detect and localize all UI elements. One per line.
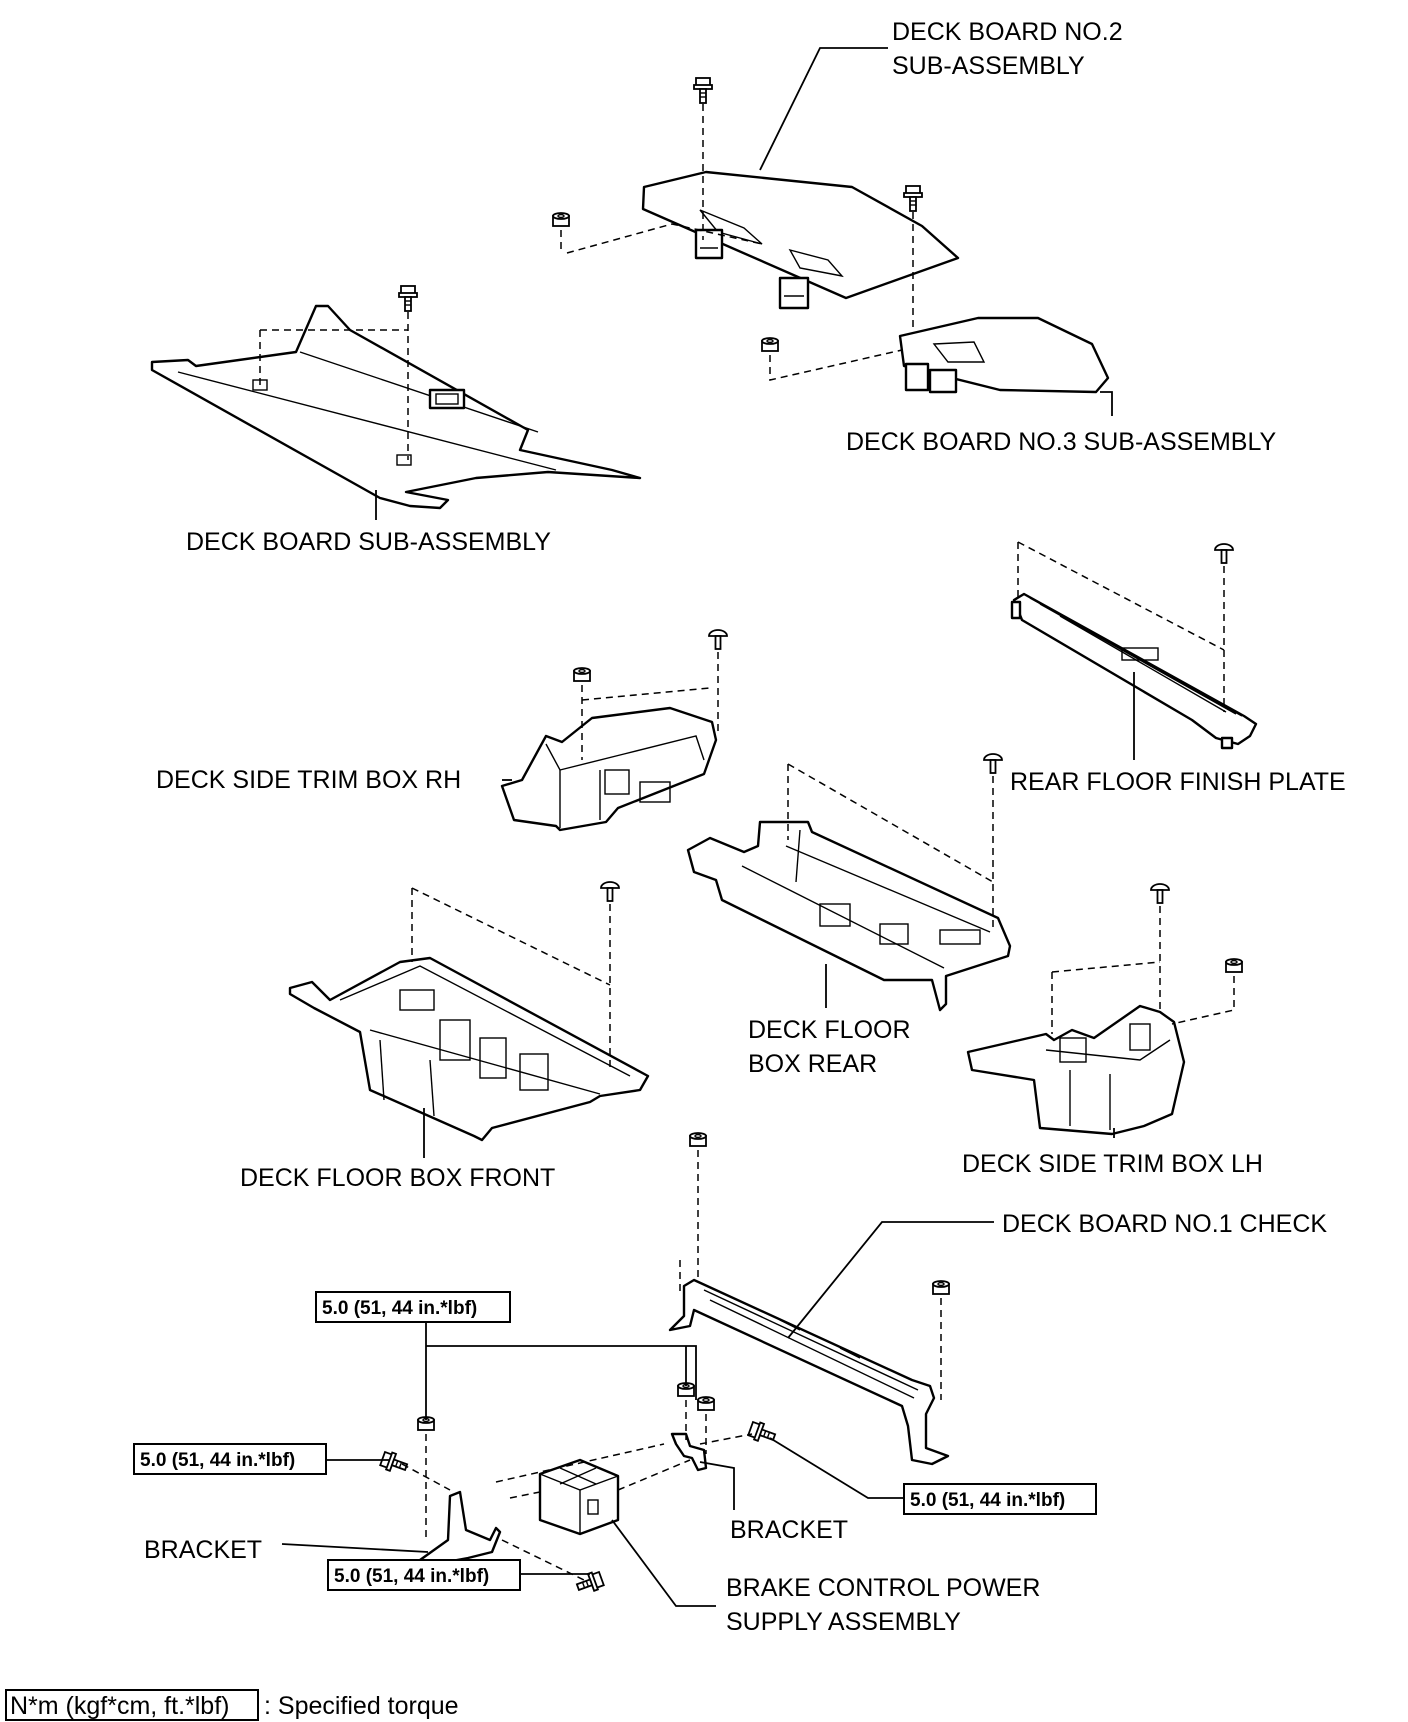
torque-spec-right-text: 5.0 (51, 44 in.*lbf) — [910, 1490, 1065, 1511]
bracket-left-part — [418, 1490, 502, 1568]
label-deck-side-trim-box-rh: DECK SIDE TRIM BOX RH — [156, 766, 461, 794]
label-deck-board-no2-line2: SUB-ASSEMBLY — [892, 52, 1085, 80]
deck-floor-box-front-part — [288, 956, 650, 1142]
label-deck-board-no1-check: DECK BOARD NO.1 CHECK — [1002, 1210, 1327, 1238]
bracket-right-part — [670, 1432, 708, 1472]
deck-floor-box-rear-part — [686, 820, 1012, 1012]
legend-text: : Specified torque — [264, 1692, 459, 1720]
torque-spec-top: 5.0 (51, 44 in.*lbf) — [315, 1291, 511, 1323]
torque-legend: N*m (kgf*cm, ft.*lbf) : Specified torque — [5, 1689, 459, 1721]
torque-spec-top-text: 5.0 (51, 44 in.*lbf) — [322, 1298, 477, 1319]
deck-board-part — [150, 304, 642, 510]
label-bracket-right: BRACKET — [730, 1516, 848, 1544]
torque-spec-left-text: 5.0 (51, 44 in.*lbf) — [140, 1450, 295, 1471]
rear-floor-finish-plate-part — [1010, 592, 1258, 750]
deck-board-no2-part — [641, 170, 960, 310]
label-brake-control-line2: SUPPLY ASSEMBLY — [726, 1608, 961, 1636]
label-deck-floor-box-rear-line1: DECK FLOOR — [748, 1016, 911, 1044]
label-deck-side-trim-box-lh: DECK SIDE TRIM BOX LH — [962, 1150, 1263, 1178]
brake-control-power-supply-part — [538, 1458, 620, 1536]
label-rear-floor-finish-plate: REAR FLOOR FINISH PLATE — [1010, 768, 1346, 796]
label-deck-floor-box-rear-line2: BOX REAR — [748, 1050, 877, 1078]
torque-spec-bottom: 5.0 (51, 44 in.*lbf) — [327, 1559, 521, 1591]
label-deck-board-no2-line1: DECK BOARD NO.2 — [892, 18, 1123, 46]
deck-side-trim-box-rh-part — [500, 706, 718, 832]
label-brake-control-line1: BRAKE CONTROL POWER — [726, 1574, 1040, 1602]
label-deck-floor-box-front: DECK FLOOR BOX FRONT — [240, 1164, 555, 1192]
torque-spec-right: 5.0 (51, 44 in.*lbf) — [903, 1483, 1097, 1515]
torque-spec-left: 5.0 (51, 44 in.*lbf) — [133, 1443, 327, 1475]
label-deck-board: DECK BOARD SUB-ASSEMBLY — [186, 528, 551, 556]
label-deck-board-no3: DECK BOARD NO.3 SUB-ASSEMBLY — [846, 428, 1277, 456]
label-bracket-left: BRACKET — [144, 1536, 262, 1564]
deck-side-trim-box-lh-part — [966, 1004, 1186, 1136]
torque-spec-bottom-text: 5.0 (51, 44 in.*lbf) — [334, 1566, 489, 1587]
deck-board-no3-part — [898, 316, 1110, 394]
deck-board-no1-check-part — [668, 1278, 950, 1466]
legend-unit: N*m (kgf*cm, ft.*lbf) — [10, 1692, 229, 1720]
